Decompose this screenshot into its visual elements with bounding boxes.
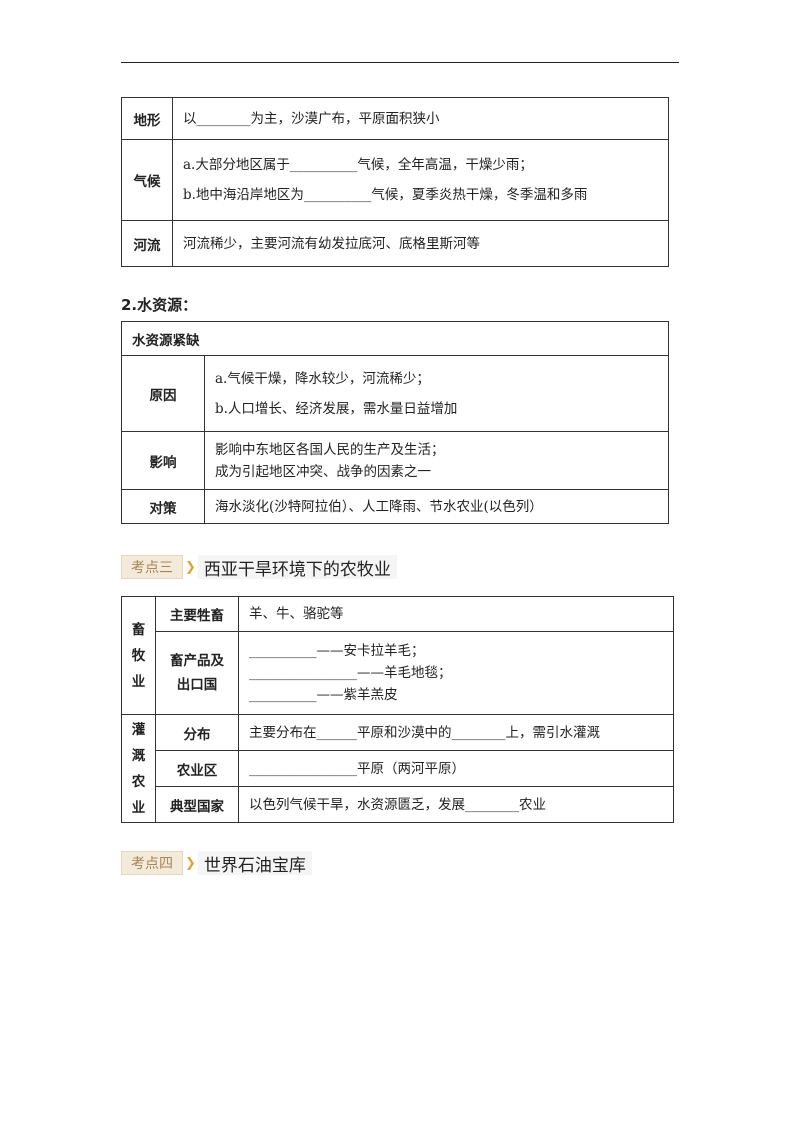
row-content-measures: 海水淡化(沙特阿拉伯）、人工降雨、节水农业(以色列）: [204, 489, 669, 524]
water-resource-table: 水资源紧缺 原因 a.气候干燥，降水较少，河流稀少； b.人口增长、经济发展，需…: [121, 321, 669, 524]
group-label-irrigated-agriculture: 灌 溉 农 业: [121, 714, 156, 823]
agriculture-table: 畜 牧 业 主要牲畜 羊、牛、骆驼等 畜产品及 出口国 __________——…: [121, 596, 674, 823]
header-rule: [121, 62, 679, 63]
row-header-agri-region: 农业区: [155, 750, 239, 787]
row-content-typical-country: 以色列气候干旱，水资源匮乏，发展________农业: [238, 786, 674, 823]
table-row: 畜产品及 出口国 __________——安卡拉羊毛； ____________…: [122, 631, 674, 715]
row-header-impact: 影响: [121, 431, 205, 490]
row-header-measures: 对策: [121, 489, 205, 524]
row-content-impact: 影响中东地区各国人民的生产及生活； 成为引起地区冲突、战争的因素之一: [204, 431, 669, 490]
chevron-right-icon: ❯: [185, 559, 196, 575]
section-badge: 考点四: [121, 851, 183, 875]
section-title: 2.水资源：: [121, 296, 198, 314]
geography-table: 地形 以________为主，沙漠广布，平原面积狭小 气候 a.大部分地区属于_…: [121, 97, 669, 267]
row-header-river: 河流: [121, 220, 173, 267]
row-content-agri-region: ________________平原（两河平原）: [238, 750, 674, 787]
row-content-cause: a.气候干燥，降水较少，河流稀少； b.人口增长、经济发展，需水量日益增加: [204, 355, 669, 432]
table-row: 水资源紧缺: [121, 321, 669, 356]
row-content-terrain: 以________为主，沙漠广布，平原面积狭小: [172, 97, 669, 140]
row-header-products: 畜产品及 出口国: [155, 631, 239, 715]
table-row: 地形 以________为主，沙漠广布，平原面积狭小: [121, 97, 669, 140]
table-row: 农业区 ________________平原（两河平原）: [122, 750, 674, 787]
row-header-distribution: 分布: [155, 714, 239, 751]
section-heading-kaodian4: 考点四 ❯ 世界石油宝库: [121, 851, 312, 876]
section-badge: 考点三: [121, 555, 183, 579]
row-header-livestock: 主要牲畜: [155, 596, 239, 632]
group-label-animal-husbandry: 畜 牧 业: [121, 596, 156, 715]
row-content-river: 河流稀少，主要河流有幼发拉底河、底格里斯河等: [172, 220, 669, 267]
row-header-cause: 原因: [121, 355, 205, 432]
row-content-distribution: 主要分布在______平原和沙漠中的________上，需引水灌溉: [238, 714, 674, 751]
table-row: 河流 河流稀少，主要河流有幼发拉底河、底格里斯河等: [121, 220, 669, 267]
section-heading-kaodian3: 考点三 ❯ 西亚干旱环境下的农牧业: [121, 555, 397, 580]
row-header-terrain: 地形: [121, 97, 173, 140]
chevron-right-icon: ❯: [185, 855, 196, 871]
table-row: 对策 海水淡化(沙特阿拉伯）、人工降雨、节水农业(以色列）: [121, 489, 669, 524]
row-content-climate: a.大部分地区属于__________气候，全年高温，干燥少雨； b.地中海沿岸…: [172, 139, 669, 221]
table-row: 影响 影响中东地区各国人民的生产及生活； 成为引起地区冲突、战争的因素之一: [121, 431, 669, 490]
table-title: 水资源紧缺: [121, 321, 669, 356]
section-heading-title: 西亚干旱环境下的农牧业: [197, 555, 397, 580]
table-row: 原因 a.气候干燥，降水较少，河流稀少； b.人口增长、经济发展，需水量日益增加: [121, 355, 669, 432]
table-row: 气候 a.大部分地区属于__________气候，全年高温，干燥少雨； b.地中…: [121, 139, 669, 221]
row-content-livestock: 羊、牛、骆驼等: [238, 596, 674, 632]
table-row: 灌 溉 农 业 分布 主要分布在______平原和沙漠中的________上，需…: [121, 714, 674, 823]
row-content-products: __________——安卡拉羊毛； ________________——羊毛地…: [238, 631, 674, 715]
table-row: 典型国家 以色列气候干旱，水资源匮乏，发展________农业: [122, 786, 674, 823]
row-header-climate: 气候: [121, 139, 173, 221]
section-heading-title: 世界石油宝库: [197, 851, 312, 876]
row-header-typical-country: 典型国家: [155, 786, 239, 823]
table-row: 畜 牧 业 主要牲畜 羊、牛、骆驼等: [121, 596, 674, 715]
